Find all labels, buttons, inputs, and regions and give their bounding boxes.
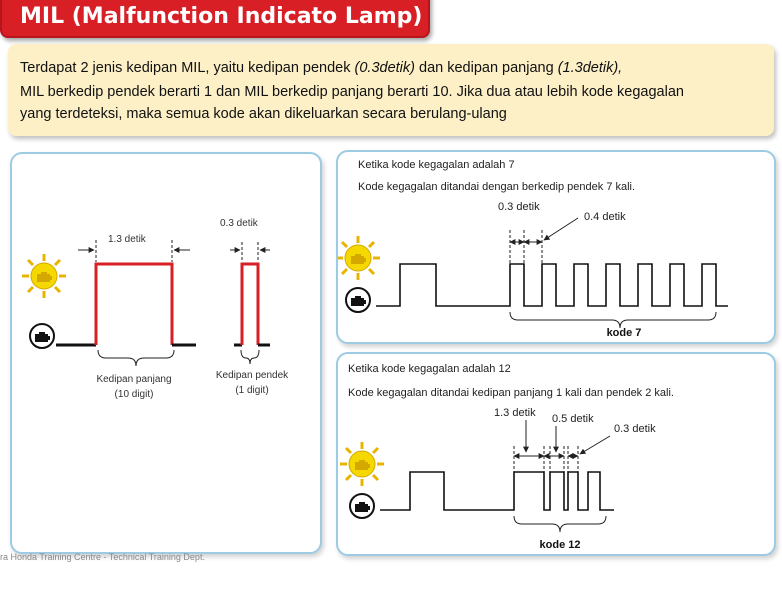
sun-lamp-icon: [338, 236, 380, 280]
code7-panel: Ketika kode kegagalan adalah 7 Kode kega…: [336, 150, 776, 344]
intro-short-duration: (0.3detik): [354, 60, 415, 76]
code12-diagram: Ketika kode kegagalan adalah 12 Kode keg…: [340, 363, 674, 551]
footer-credit: ra Honda Training Centre - Technical Tra…: [0, 552, 205, 562]
left-diagram: 1.3 detik 0.3 detik Kedipan panjang (10 …: [22, 218, 289, 400]
code12-short-time: 0.3 detik: [614, 423, 656, 435]
sun-lamp-icon: [22, 254, 66, 298]
code7-label: kode 7: [607, 327, 642, 339]
code12-long-time: 1.3 detik: [494, 407, 536, 419]
code12-panel: Ketika kode kegagalan adalah 12 Kode keg…: [336, 352, 776, 556]
engine-check-icon: [349, 493, 375, 519]
intro-text-c: dan kedipan panjang: [414, 60, 558, 76]
intro-line-1: Terdapat 2 jenis kedipan MIL, yaitu kedi…: [20, 60, 622, 76]
code12-label: kode 12: [540, 539, 581, 551]
long-label-2: (10 digit): [115, 389, 154, 400]
long-pulse: [94, 262, 174, 345]
short-label-1: Kedipan pendek: [216, 370, 289, 381]
code7-off-time: 0.4 detik: [584, 211, 626, 223]
code7-on-time: 0.3 detik: [498, 201, 540, 213]
left-long-time: 1.3 detik: [108, 234, 147, 245]
title-banner: MIL (Malfunction Indicato Lamp): [0, 0, 430, 38]
intro-line-3: yang terdeteksi, maka semua kode akan di…: [20, 106, 507, 122]
sun-lamp-icon: [340, 442, 384, 486]
left-panel: 1.3 detik 0.3 detik Kedipan panjang (10 …: [10, 152, 322, 554]
short-label-2: (1 digit): [235, 385, 268, 396]
intro-line-2: MIL berkedip pendek berarti 1 dan MIL be…: [20, 84, 684, 100]
intro-text-a: Terdapat 2 jenis kedipan MIL, yaitu kedi…: [20, 60, 355, 76]
code7-heading: Ketika kode kegagalan adalah 7: [358, 159, 515, 171]
short-pulse: [240, 262, 260, 345]
page-title: MIL (Malfunction Indicato Lamp): [20, 4, 423, 29]
engine-check-icon: [29, 323, 55, 349]
code7-desc: Kode kegagalan ditandai dengan berkedip …: [358, 181, 635, 193]
left-short-time: 0.3 detik: [220, 218, 259, 229]
code7-signal: [376, 263, 728, 307]
code12-desc: Kode kegagalan ditandai kedipan panjang …: [348, 387, 674, 399]
code7-diagram: Ketika kode kegagalan adalah 7 Kode kega…: [338, 159, 728, 339]
code12-gap-time: 0.5 detik: [552, 413, 594, 425]
code12-heading: Ketika kode kegagalan adalah 12: [348, 363, 511, 375]
code12-signal: [380, 471, 614, 511]
long-label-1: Kedipan panjang: [96, 374, 171, 385]
intro-box: Terdapat 2 jenis kedipan MIL, yaitu kedi…: [8, 44, 774, 136]
engine-check-icon: [345, 287, 371, 313]
intro-long-duration: (1.3detik),: [557, 60, 623, 76]
